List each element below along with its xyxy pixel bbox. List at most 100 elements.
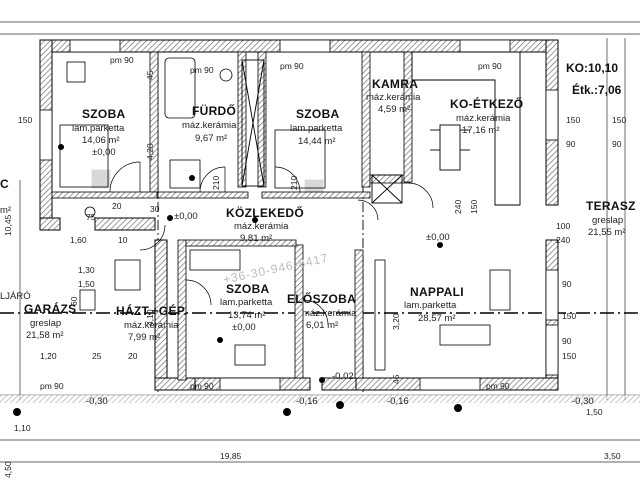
dim-1045: 10,45 (3, 214, 13, 236)
room-floor-hazt-gep: máz.kerámia (124, 320, 179, 331)
level-nappali: ±0,00 (426, 232, 450, 243)
doors (109, 161, 434, 326)
dim-75: 75 (86, 212, 96, 222)
dimension-lines (0, 21, 640, 463)
dim-45-b: 45 (391, 374, 401, 384)
dim-30: 30 (150, 204, 160, 214)
room-area-ko-etkezo: 17,16 m² (462, 125, 500, 136)
room-area-hazt-gep: 7,99 m² (128, 332, 161, 343)
dim-pm90-3: pm 90 (280, 61, 304, 71)
level-outside-left: -0,30 (86, 396, 108, 407)
dim-25: 25 (92, 351, 102, 361)
dim-20: 20 (128, 351, 138, 361)
windows (39, 39, 559, 391)
room-name-terasz: TERASZ (586, 199, 636, 213)
level-markers (13, 144, 462, 416)
level-furdo: ±0,00 (174, 211, 198, 222)
room-name-hazt-gep: HÁZT.+GÉP. (116, 304, 188, 318)
room-floor-szoba-3: lam.parketta (220, 297, 273, 308)
room-name-kamra: KAMRA (372, 77, 419, 91)
room-area-szoba-1: 14,06 m² (82, 135, 120, 146)
room-floor-eloszoba: máz.kerámia (302, 308, 357, 319)
room-area-furdo: 9,67 m² (195, 133, 228, 144)
dim-10: 10 (118, 235, 128, 245)
level-outside-mid: -0,16 (296, 396, 318, 407)
shafts (241, 59, 403, 204)
dim-pm90-1: pm 90 (110, 55, 134, 65)
edge-fragment-beallo: LJÁRÓ (0, 291, 31, 302)
level-outside-right: -0,30 (572, 396, 594, 407)
room-area-nappali: 28,57 m² (418, 313, 456, 324)
dim-160: 1,60 (70, 235, 87, 245)
edge-fragment-m2: m² (0, 205, 12, 216)
dim-pm90-2: pm 90 (190, 65, 214, 75)
dim-150-a: 150 (18, 115, 33, 125)
room-level-szoba-3: ±0,00 (232, 322, 256, 333)
level-outside-mid2: -0,16 (387, 396, 409, 407)
dim-pm90-4: pm 90 (478, 61, 502, 71)
dim-420: 4,20 (145, 143, 155, 160)
room-area-szoba-3: 13,74 m² (228, 310, 266, 321)
dim-pm90-5: pm 90 (40, 381, 64, 391)
level-step: -0,02 (332, 371, 354, 382)
dim-90-b: 90 (612, 139, 622, 149)
room-name-szoba-3: SZOBA (226, 282, 270, 296)
room-floor-garazs: greslap (30, 318, 62, 329)
header-ko: KO:10,10 (566, 61, 619, 75)
room-area-kamra: 4,59 m² (378, 104, 411, 115)
dim-130: 1,30 (78, 265, 95, 275)
room-name-ko-etkezo: KO-ÉTKEZŐ (450, 97, 524, 111)
room-area-eloszoba: 6,01 m² (306, 320, 339, 331)
room-name-szoba-1: SZOBA (82, 107, 126, 121)
dim-left-vertical: 4,50 (3, 461, 13, 478)
room-area-kozlekedo: 9,81 m² (240, 233, 273, 244)
edge-fragment-c: C (0, 177, 9, 191)
dim-right: 3,50 (604, 451, 621, 461)
room-floor-ko-etkezo: máz.kerámia (456, 113, 511, 124)
header-etk: Étk.:7,06 (572, 83, 622, 97)
dim-90-a: 90 (566, 139, 576, 149)
furniture (59, 61, 511, 371)
dim-20-b: 20 (112, 201, 122, 211)
room-floor-szoba-2: lam.parketta (290, 123, 343, 134)
dim-210-b: 210 (289, 175, 299, 190)
room-area-szoba-2: 14,44 m² (298, 136, 336, 147)
room-name-kozlekedo: KÖZLEKEDŐ (226, 206, 305, 220)
dim-90-c: 90 (562, 279, 572, 289)
dim-60: 60 (69, 296, 79, 306)
dim-150b: 1,50 (78, 279, 95, 289)
dim-1-10: 1,10 (14, 423, 31, 433)
dim-410: 4,10 (145, 309, 155, 326)
room-name-szoba-2: SZOBA (296, 107, 340, 121)
room-area-terasz: 21,55 m² (588, 227, 626, 238)
room-floor-kamra: máz.kerámia (366, 92, 421, 103)
dim-150-e: 150 (562, 351, 577, 361)
dim-1-50: 1,50 (586, 407, 603, 417)
room-name-nappali: NAPPALI (410, 285, 464, 299)
room-name-garazs: GARÁZS (24, 302, 77, 316)
dim-150-f: 150 (469, 199, 479, 214)
dim-pm90-6: pm 90 (190, 381, 214, 391)
dim-90-d: 90 (562, 336, 572, 346)
dim-150-b: 150 (566, 115, 581, 125)
room-floor-terasz: greslap (592, 215, 624, 226)
room-area-garazs: 21,58 m² (26, 330, 64, 341)
ground-hatch (0, 395, 640, 403)
room-level-szoba-1: ±0,00 (92, 147, 116, 158)
dim-120: 1,20 (40, 351, 57, 361)
kitchen-counter (411, 51, 521, 206)
dim-240: 240 (556, 235, 571, 245)
dim-240-b: 240 (453, 199, 463, 214)
room-name-furdo: FÜRDŐ (192, 104, 237, 118)
dim-320: 3,20 (391, 313, 401, 330)
bathroom-fixtures (84, 57, 233, 218)
dim-100: 100 (556, 221, 571, 231)
dim-pm90-7: pm 90 (486, 381, 510, 391)
dim-total: 19,85 (220, 451, 242, 461)
dim-150-c: 150 (612, 115, 627, 125)
room-floor-furdo: máz.kerámia (182, 120, 237, 131)
dim-150-d: 150 (562, 311, 577, 321)
room-floor-nappali: lam.parketta (404, 300, 457, 311)
